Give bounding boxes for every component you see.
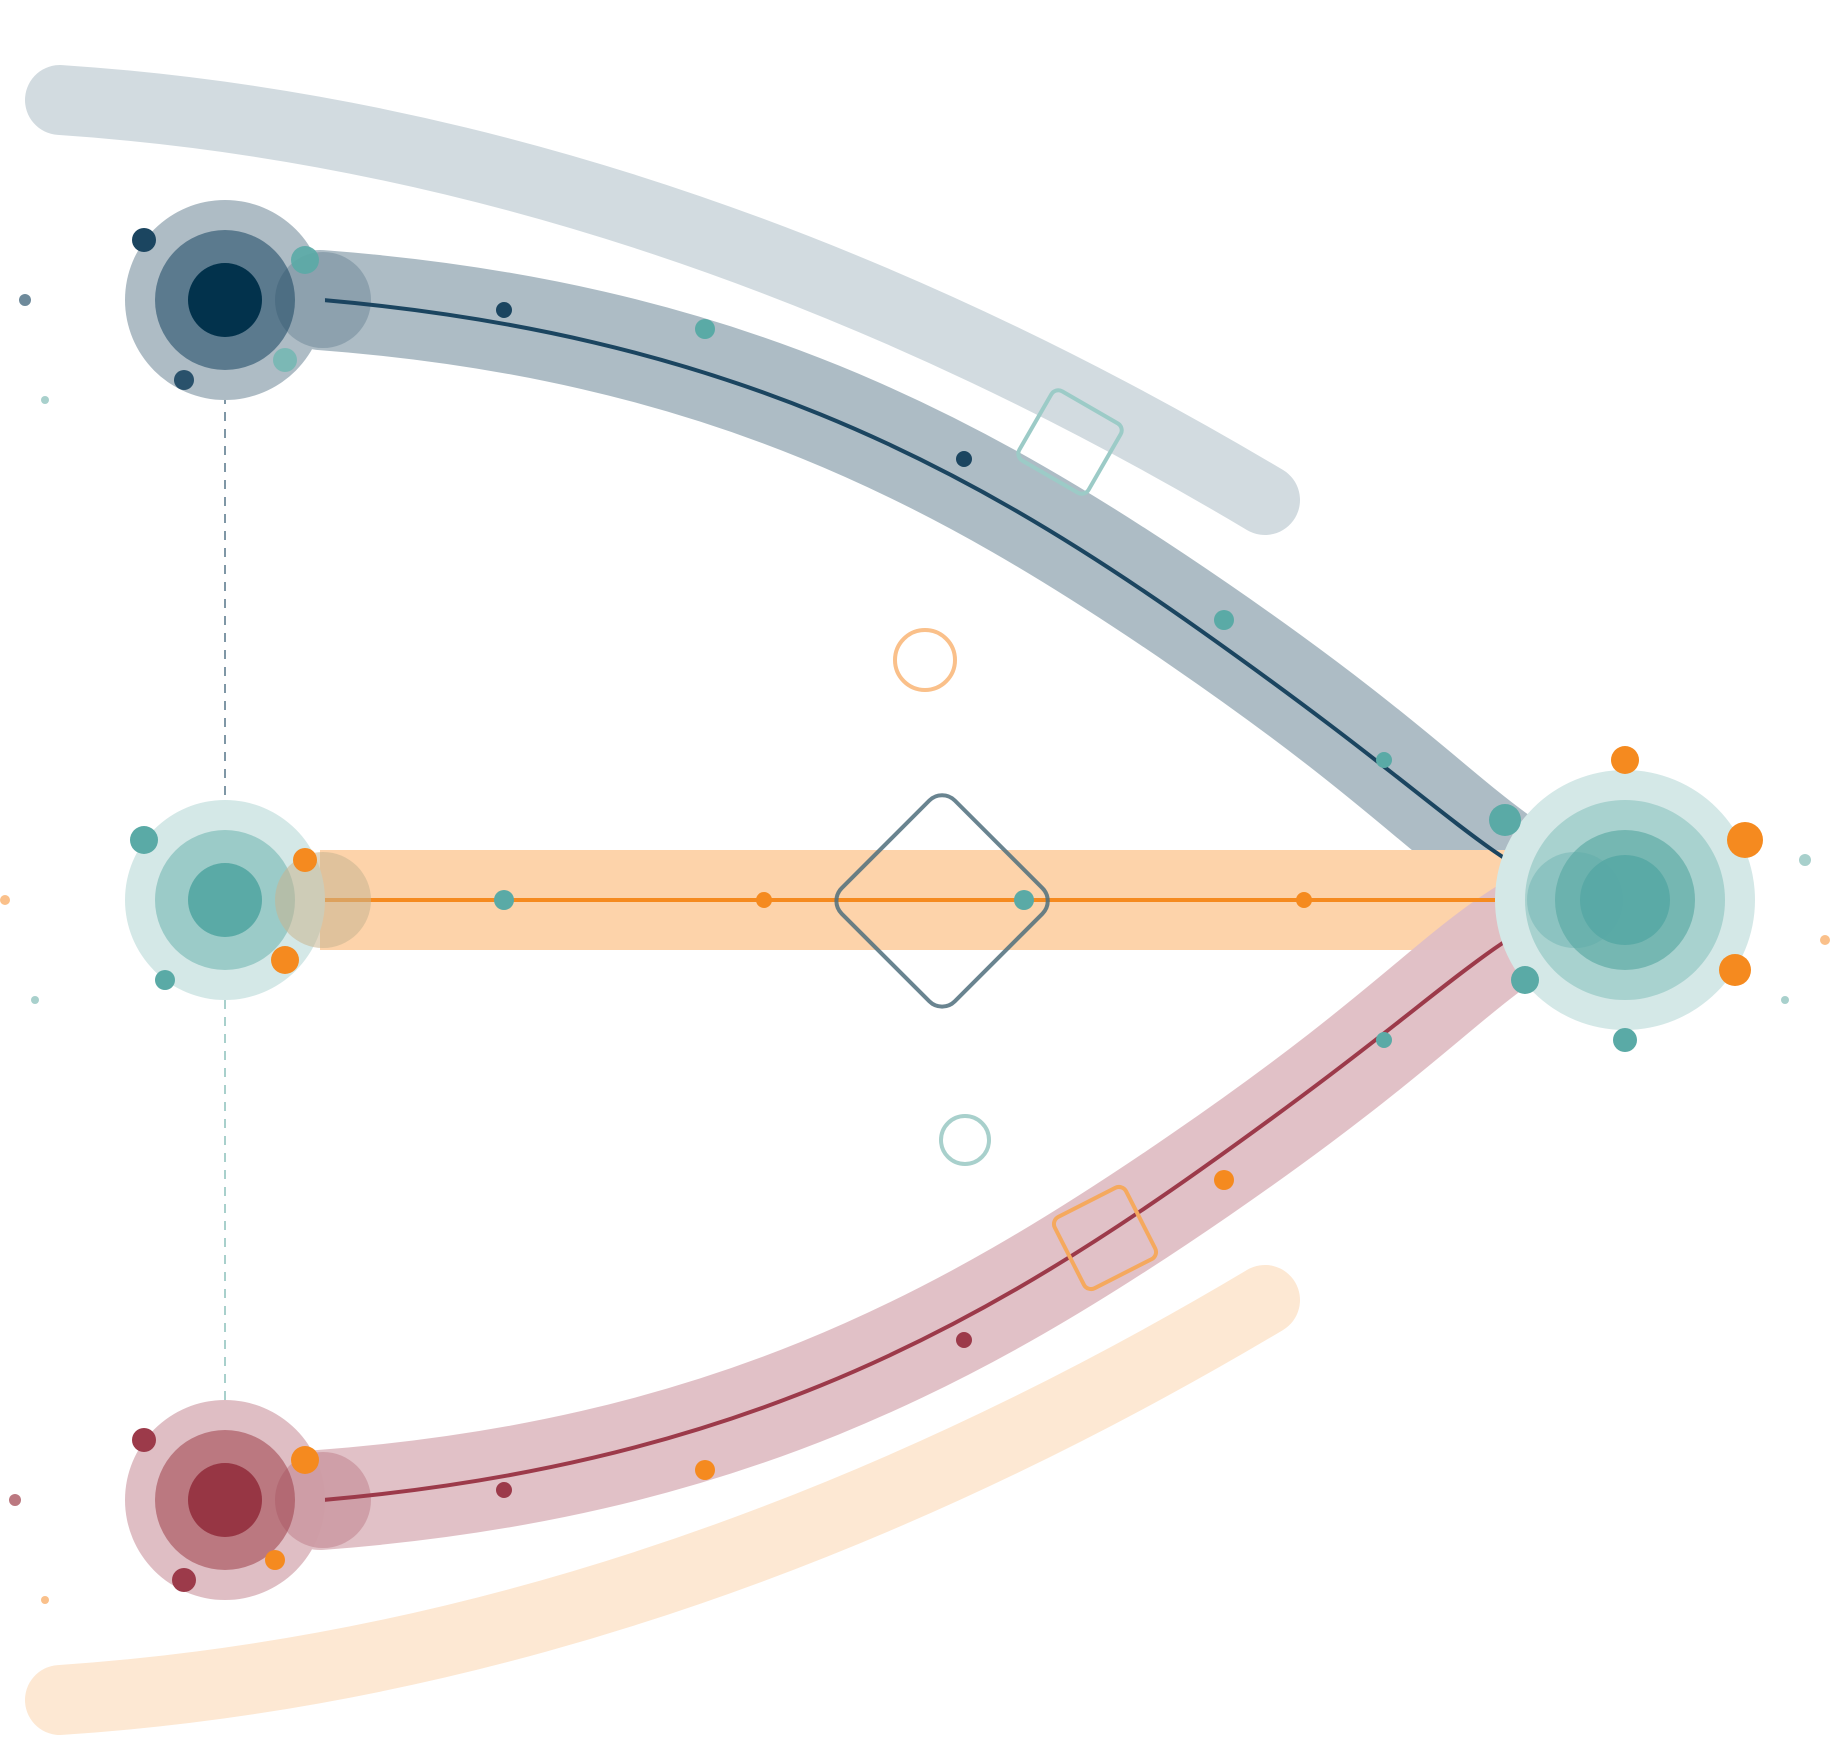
flow-top-dots: [496, 302, 1392, 768]
flow-dot: [496, 302, 512, 318]
source-node-top: [125, 200, 371, 400]
source-node-bottom: [125, 1400, 371, 1600]
satellite-dot: [1511, 966, 1539, 994]
flow-dot: [695, 1460, 715, 1480]
flow-dot: [756, 892, 772, 908]
scatter-dot: [41, 396, 49, 404]
satellite-dot: [1613, 1028, 1637, 1052]
flow-dot: [494, 890, 514, 910]
scatter-dot: [1781, 996, 1789, 1004]
satellite-dot: [155, 970, 175, 990]
satellite-dot: [271, 946, 299, 974]
flow-dot: [695, 319, 715, 339]
node-core: [188, 1463, 262, 1537]
flow-dot: [956, 1332, 972, 1348]
satellite-dot: [172, 1568, 196, 1592]
satellite-dot: [132, 1428, 156, 1452]
satellite-dot: [1719, 954, 1751, 986]
satellite-dot: [1489, 804, 1521, 836]
node-core: [188, 863, 262, 937]
bottom-sweep-arc: [25, 1265, 1300, 1735]
satellite-dot: [1727, 822, 1763, 858]
satellite-dot: [291, 246, 319, 274]
scatter-dot: [41, 1596, 49, 1604]
scatter-dot: [0, 895, 10, 905]
flow-middle-dots: [494, 890, 1312, 910]
top-sweep-arc: [25, 65, 1300, 535]
scatter-dot: [9, 1494, 21, 1506]
flow-dot: [496, 1482, 512, 1498]
outline-square-top: [1016, 388, 1124, 496]
satellite-dot: [293, 848, 317, 872]
scatter-dot: [19, 294, 31, 306]
flow-dot: [1376, 1032, 1392, 1048]
node-port: [275, 252, 371, 348]
outline-diamond: [834, 793, 1050, 1009]
satellite-dot: [291, 1446, 319, 1474]
flow-dot: [1214, 610, 1234, 630]
node-core: [188, 263, 262, 337]
satellite-dot: [132, 228, 156, 252]
flow-dot: [1214, 1170, 1234, 1190]
scatter-dot: [1799, 854, 1811, 866]
flow-dot: [1014, 890, 1034, 910]
source-node-middle: [125, 800, 371, 1000]
satellite-dot: [265, 1550, 285, 1570]
satellite-dot: [273, 348, 297, 372]
target-hub-node: [1489, 746, 1763, 1052]
flow-bottom-line: [322, 898, 1576, 1502]
flow-dot: [956, 451, 972, 467]
satellite-dot: [130, 826, 158, 854]
node-port: [275, 852, 371, 948]
scatter-dots: [0, 294, 1830, 1604]
scatter-dot: [31, 996, 39, 1004]
outline-circle-teal: [939, 1114, 991, 1166]
satellite-dot: [1611, 746, 1639, 774]
outline-square-bottom: [1051, 1184, 1159, 1292]
satellite-dot: [174, 370, 194, 390]
flow-dot: [1296, 892, 1312, 908]
flow-top-band: [270, 250, 1625, 950]
node-core: [1580, 855, 1670, 945]
flow-bottom-band: [270, 850, 1625, 1550]
flow-bottom-dots: [496, 1032, 1392, 1498]
flow-dot: [1376, 752, 1392, 768]
node-port: [1527, 852, 1623, 948]
node-port: [275, 1452, 371, 1548]
scatter-dot: [1820, 935, 1830, 945]
outline-circle-orange: [893, 628, 957, 692]
flow-top-line: [322, 298, 1576, 902]
